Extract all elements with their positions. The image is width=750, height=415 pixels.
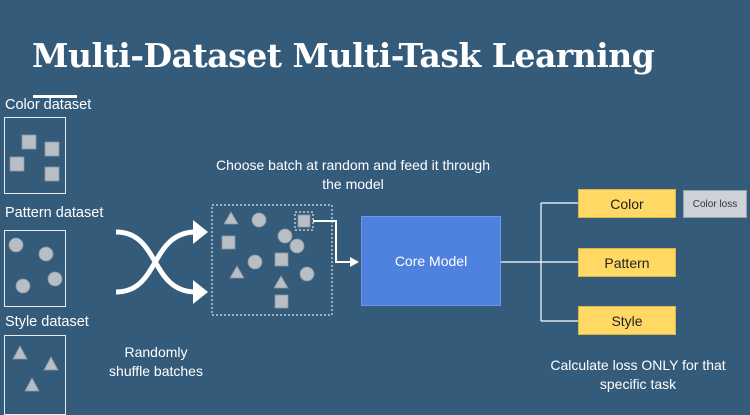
square-shape <box>221 235 236 250</box>
circle-shape <box>277 228 293 244</box>
circle-shape <box>251 212 267 228</box>
square-shape <box>9 156 25 172</box>
circle-shape <box>289 238 305 254</box>
pattern-dataset-label: Pattern dataset <box>5 205 104 221</box>
color-loss-box: Color loss <box>683 190 747 218</box>
batch-box <box>211 204 333 316</box>
style-dataset-label: Style dataset <box>5 314 89 330</box>
color-dataset-box <box>4 117 66 194</box>
circle-shape <box>299 266 315 282</box>
square-shape <box>274 294 289 309</box>
triangle-shape <box>229 265 245 279</box>
task-pattern-label: Pattern <box>604 254 650 271</box>
pattern-dataset-box <box>4 230 66 307</box>
batch-caption: Choose batch at random and feed it throu… <box>216 157 490 192</box>
task-style-label: Style <box>611 312 643 329</box>
task-color-box: Color <box>578 189 676 218</box>
slide-title: Multi-Dataset Multi-Task Learning <box>32 36 655 75</box>
circle-shape <box>15 278 31 294</box>
square-shape <box>44 141 60 157</box>
feed-arrow <box>313 220 352 263</box>
task-style-box: Style <box>578 306 676 335</box>
square-shape <box>44 166 60 182</box>
feed-arrowhead <box>350 257 359 267</box>
shuffle-arrowhead-bottom <box>193 280 208 304</box>
selected-batch-item <box>294 211 314 231</box>
task-color-label: Color <box>610 195 644 212</box>
shuffle-arrow-bottom <box>115 229 197 295</box>
shuffle-caption: Randomly shuffle batches <box>109 344 203 379</box>
color-dataset-label: Color dataset <box>5 97 92 113</box>
core-model-label: Core Model <box>394 253 468 269</box>
circle-shape <box>47 271 63 287</box>
triangle-shape <box>24 377 40 392</box>
triangle-shape <box>43 356 59 371</box>
triangle-shape <box>273 275 289 289</box>
triangle-shape <box>223 211 239 225</box>
triangle-shape <box>12 345 28 360</box>
title-underline <box>33 95 77 98</box>
circle-shape <box>8 237 24 253</box>
square-shape <box>274 252 289 267</box>
circle-shape <box>247 254 263 270</box>
color-loss-label: Color loss <box>692 198 738 210</box>
circle-shape <box>38 246 54 262</box>
square-shape <box>21 134 37 150</box>
square-shape <box>297 214 311 228</box>
task-pattern-box: Pattern <box>578 248 676 277</box>
core-model-box: Core Model <box>361 216 501 306</box>
loss-caption: Calculate loss ONLY for that specific ta… <box>550 357 726 392</box>
shuffle-arrowhead-top <box>193 220 208 244</box>
